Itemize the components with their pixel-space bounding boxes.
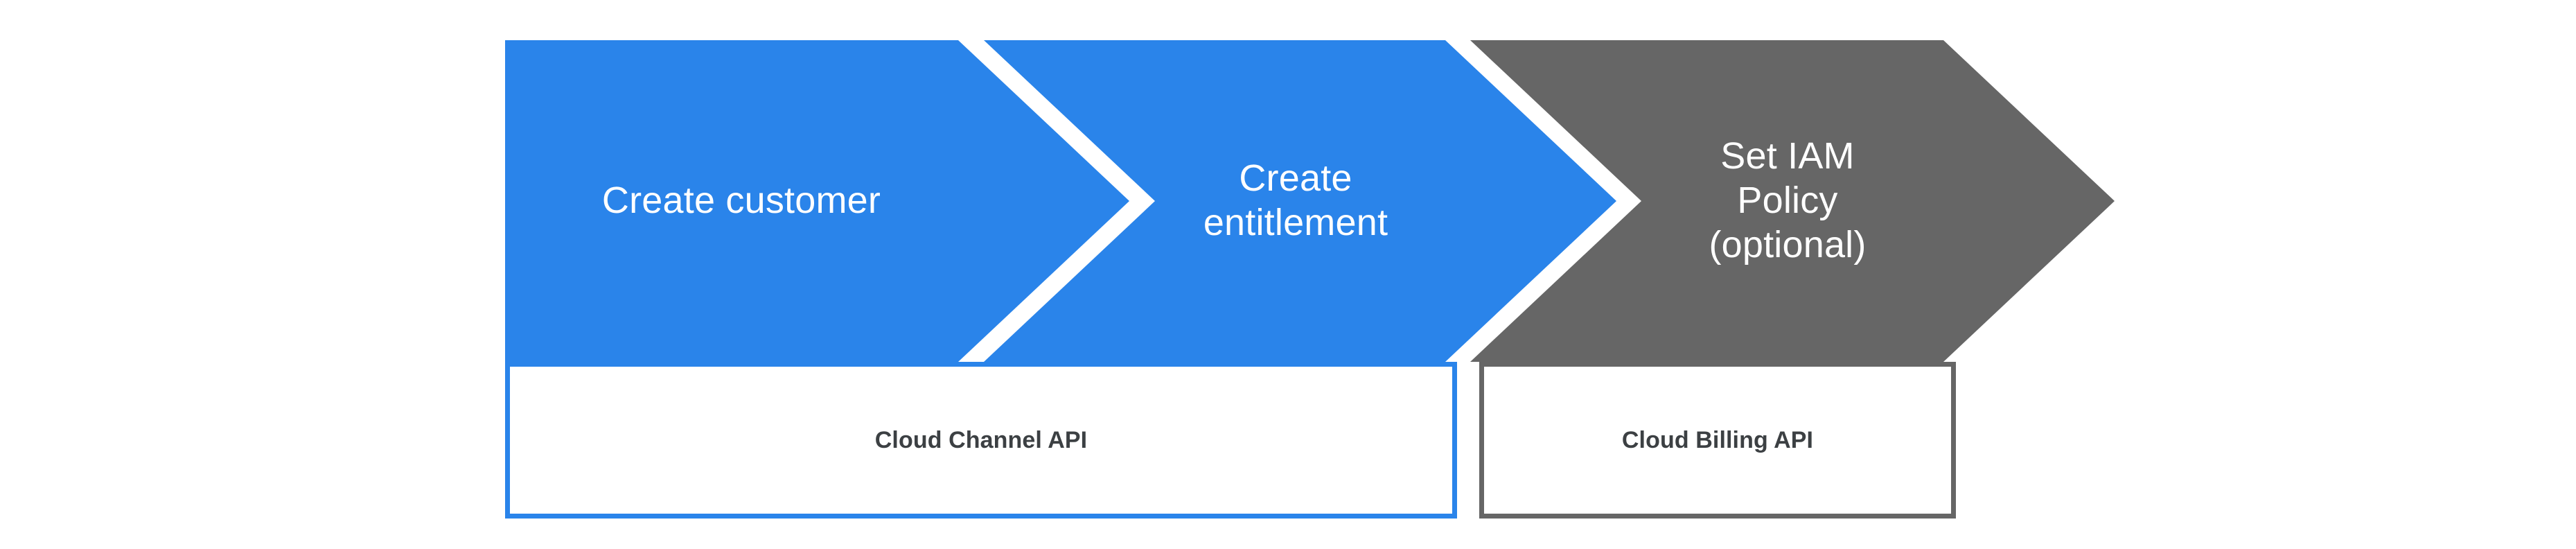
chevron-shape-create-customer[interactable] [505,40,1129,362]
api-box-cloud-channel-api[interactable]: Cloud Channel API [505,362,1457,518]
api-box-label: Cloud Channel API [874,426,1088,453]
api-box-cloud-billing-api[interactable]: Cloud Billing API [1479,362,1956,518]
chevron-shape-create-entitlement[interactable] [984,40,1616,362]
chevron-shape-set-iam-policy[interactable] [1470,40,2115,362]
api-box-label: Cloud Billing API [1621,426,1814,453]
